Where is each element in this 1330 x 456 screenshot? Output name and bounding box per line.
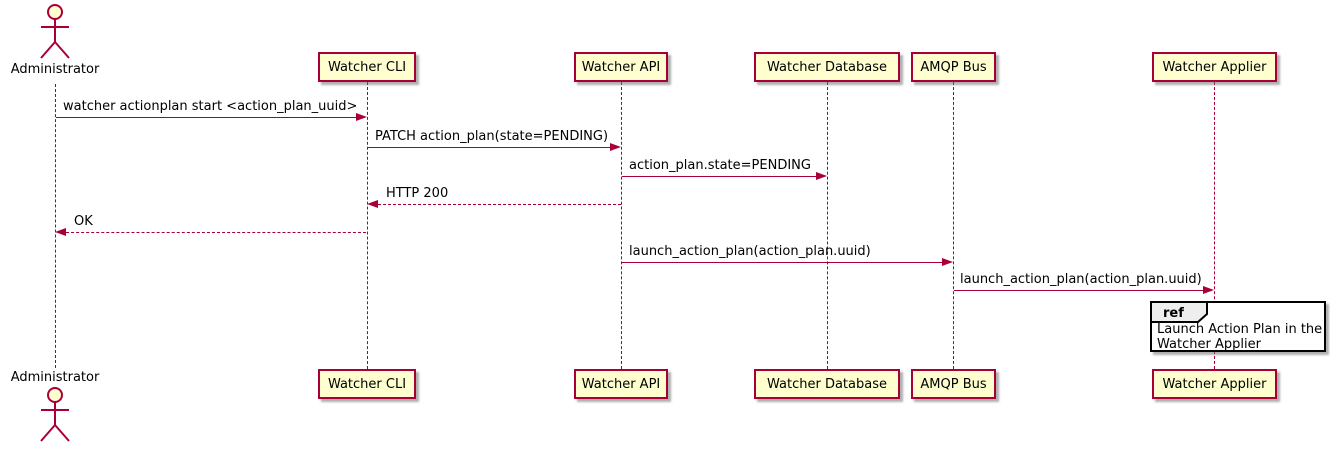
- lifeline-watcher-database: [827, 82, 828, 369]
- message-4-label: HTTP 200: [386, 186, 449, 201]
- message-1-label: watcher actionplan start <action_plan_uu…: [63, 99, 358, 114]
- participant-label: Watcher Database: [767, 376, 887, 392]
- arrowhead-icon: [356, 113, 367, 121]
- message-5-line: [66, 232, 366, 233]
- participant-label: AMQP Bus: [920, 376, 987, 392]
- message-7-line: [954, 290, 1204, 291]
- message-7-label: launch_action_plan(action_plan.uuid): [960, 272, 1202, 287]
- message-3-label: action_plan.state=PENDING: [629, 158, 811, 173]
- participant-box-watcher-cli-bottom: Watcher CLI: [318, 369, 416, 399]
- message-5-label: OK: [74, 214, 93, 229]
- participant-box-watcher-api-top: Watcher API: [574, 52, 668, 82]
- arrowhead-icon: [816, 172, 827, 180]
- message-4-line: [378, 204, 621, 205]
- ref-fragment: ref Launch Action Plan in the Watcher Ap…: [1150, 301, 1326, 352]
- lifeline-amqp-bus: [953, 82, 954, 369]
- participant-label: Watcher Applier: [1162, 59, 1267, 75]
- lifeline-administrator: [55, 84, 56, 368]
- arrowhead-icon: [942, 258, 953, 266]
- participant-box-watcher-applier-bottom: Watcher Applier: [1152, 369, 1277, 399]
- actor-label-top: Administrator: [10, 62, 100, 77]
- participant-label: Watcher API: [581, 59, 661, 75]
- ref-tab: ref: [1150, 301, 1208, 323]
- participant-label: Watcher Database: [767, 59, 887, 75]
- participant-label: Watcher API: [581, 376, 661, 392]
- message-2-label: PATCH action_plan(state=PENDING): [375, 129, 609, 144]
- arrowhead-icon: [55, 228, 66, 236]
- arrowhead-icon: [1203, 286, 1214, 294]
- participant-box-watcher-database-top: Watcher Database: [754, 52, 900, 82]
- message-2-line: [368, 147, 611, 148]
- actor-label-bottom: Administrator: [10, 370, 100, 385]
- message-1-line: [56, 117, 357, 118]
- ref-keyword: ref: [1163, 306, 1184, 321]
- lifeline-watcher-cli: [367, 82, 368, 369]
- participant-box-watcher-api-bottom: Watcher API: [574, 369, 668, 399]
- message-6-label: launch_action_plan(action_plan.uuid): [629, 244, 871, 259]
- participant-label: Watcher Applier: [1162, 376, 1267, 392]
- actor-icon-bottom: [40, 387, 70, 442]
- participant-box-amqp-bus-bottom: AMQP Bus: [911, 369, 996, 399]
- message-6-line: [622, 262, 943, 263]
- lifeline-watcher-applier: [1214, 82, 1215, 369]
- participant-box-watcher-cli-top: Watcher CLI: [318, 52, 416, 82]
- ref-text-line-1: Launch Action Plan in the: [1157, 322, 1323, 337]
- ref-text-line-2: Watcher Applier: [1157, 337, 1261, 352]
- participant-box-amqp-bus-top: AMQP Bus: [911, 52, 996, 82]
- arrowhead-icon: [367, 200, 378, 208]
- participant-label: AMQP Bus: [920, 59, 987, 75]
- participant-label: Watcher CLI: [327, 376, 407, 392]
- lifeline-watcher-api: [621, 82, 622, 369]
- message-3-line: [622, 176, 817, 177]
- participant-box-watcher-database-bottom: Watcher Database: [754, 369, 900, 399]
- participant-box-watcher-applier-top: Watcher Applier: [1152, 52, 1277, 82]
- participant-label: Watcher CLI: [327, 59, 407, 75]
- arrowhead-icon: [610, 143, 621, 151]
- actor-icon-top: [40, 4, 70, 59]
- ref-text: Launch Action Plan in the Watcher Applie…: [1157, 322, 1322, 352]
